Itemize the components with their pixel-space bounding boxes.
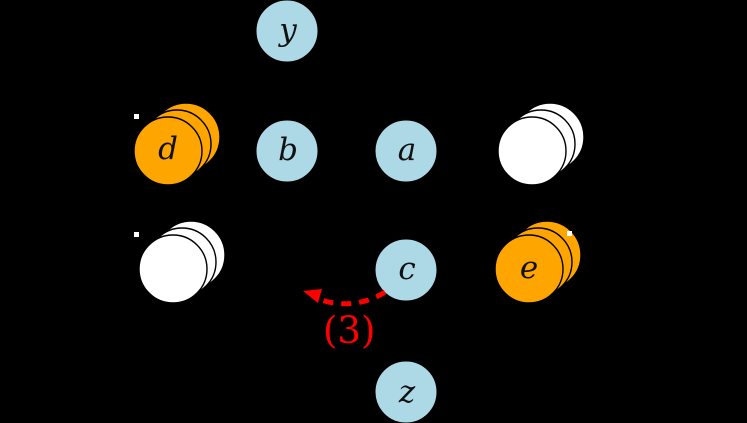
node-b-circle	[255, 119, 319, 183]
node-white-bottom-left-marker	[134, 232, 139, 237]
node-a-circle	[374, 119, 438, 183]
node-white-top-right-marker	[568, 114, 573, 119]
node-d-stack[interactable]	[133, 102, 221, 186]
node-white-bottom-left-stack[interactable]	[134, 220, 226, 304]
node-white-top-right-stack[interactable]	[497, 102, 585, 186]
node-c-circle	[374, 238, 438, 302]
node-d-marker	[134, 114, 139, 119]
node-d-disc-front	[133, 116, 203, 186]
node-y[interactable]	[255, 0, 319, 63]
node-e-marker	[567, 231, 572, 236]
move-arrow-path	[311, 289, 387, 307]
node-z[interactable]	[374, 360, 438, 423]
node-a[interactable]	[374, 119, 438, 183]
move-arrow-head	[303, 289, 322, 303]
move-arrow-icon	[303, 289, 387, 307]
node-white-bottom-left-disc-front	[138, 234, 208, 304]
node-z-circle	[374, 360, 438, 423]
node-y-circle	[255, 0, 319, 63]
node-c[interactable]	[374, 238, 438, 302]
node-e-disc-front	[494, 234, 564, 304]
node-e-stack[interactable]	[494, 220, 582, 304]
node-white-top-right-disc-front	[497, 116, 567, 186]
move-arrow-label: (3)	[323, 309, 376, 352]
node-b[interactable]	[255, 119, 319, 183]
